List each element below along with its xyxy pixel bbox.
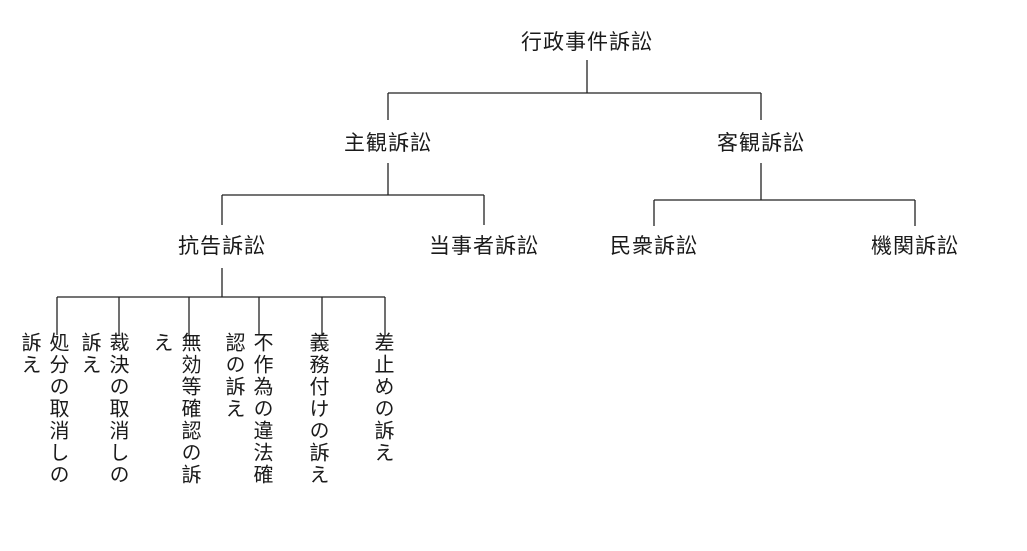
leaf-invalidity-confirmation: 無効等確認の訴え xyxy=(150,332,202,486)
node-popular: 民衆訴訟 xyxy=(610,234,698,258)
leaf-injunction: 差止めの訴え xyxy=(371,332,395,464)
node-subjective: 主観訴訟 xyxy=(344,131,432,155)
leaf-disposal-revocation: 処分の取消しの訴え xyxy=(18,332,70,486)
node-root: 行政事件訴訟 xyxy=(521,30,653,54)
node-party: 当事者訴訟 xyxy=(429,234,539,258)
leaf-ruling-revocation: 裁決の取消しの訴え xyxy=(78,332,130,486)
node-agency: 機関訴訟 xyxy=(871,234,959,258)
node-appeal: 抗告訴訟 xyxy=(178,234,266,258)
leaf-mandamus: 義務付けの訴え xyxy=(306,332,330,486)
leaf-omission-illegality: 不作為の違法確認の訴え xyxy=(222,332,274,486)
node-objective: 客観訴訟 xyxy=(717,131,805,155)
